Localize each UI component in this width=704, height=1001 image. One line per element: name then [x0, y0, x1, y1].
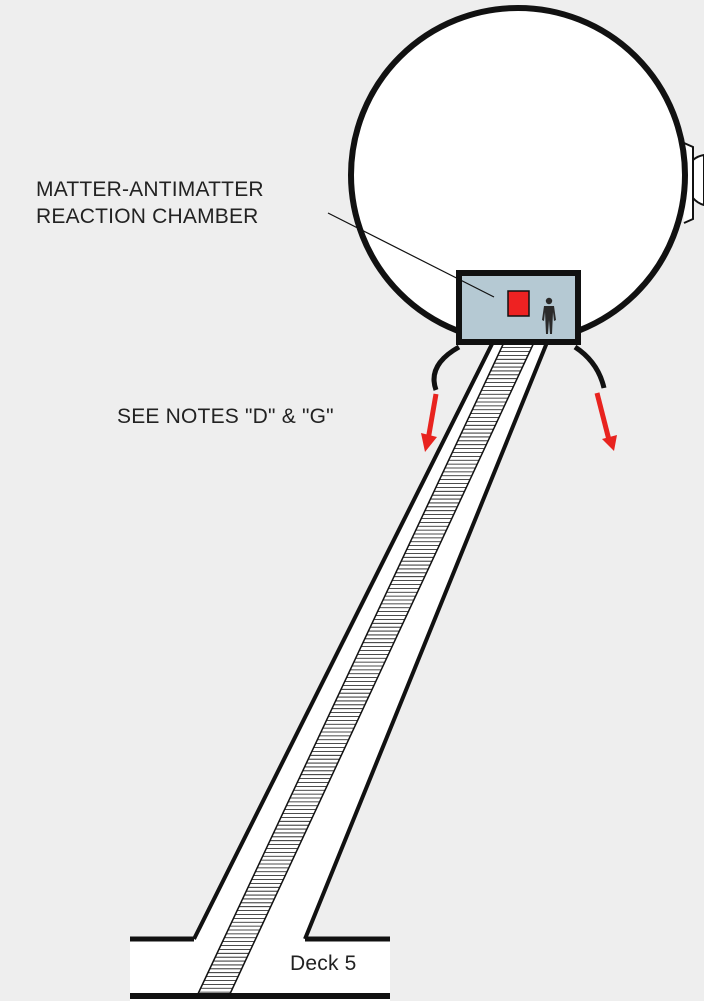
- deck-floor: [130, 937, 390, 1001]
- chamber-label: MATTER-ANTIMATTER REACTION CHAMBER: [36, 176, 264, 230]
- shaft-right-wall: [303, 339, 550, 940]
- red-arrow-icon: [594, 392, 617, 451]
- chamber-label-line2: REACTION CHAMBER: [36, 205, 259, 228]
- access-shaft: [194, 340, 548, 939]
- deck-label: Deck 5: [290, 952, 357, 975]
- red-arrow-icon: [421, 393, 439, 452]
- human-figure-icon: [542, 297, 556, 334]
- left-support-arc: [431, 344, 461, 391]
- chamber-label-line1: MATTER-ANTIMATTER: [36, 178, 264, 201]
- reactor-core: [507, 290, 530, 317]
- right-support-arc: [573, 344, 607, 389]
- notes-label: SEE NOTES "D" & "G": [117, 405, 334, 428]
- chamber-leader-line: [327, 212, 495, 298]
- shaft-left-wall: [192, 339, 496, 940]
- sphere-side-cap: [692, 153, 704, 207]
- ladder-rungs: [198, 339, 536, 993]
